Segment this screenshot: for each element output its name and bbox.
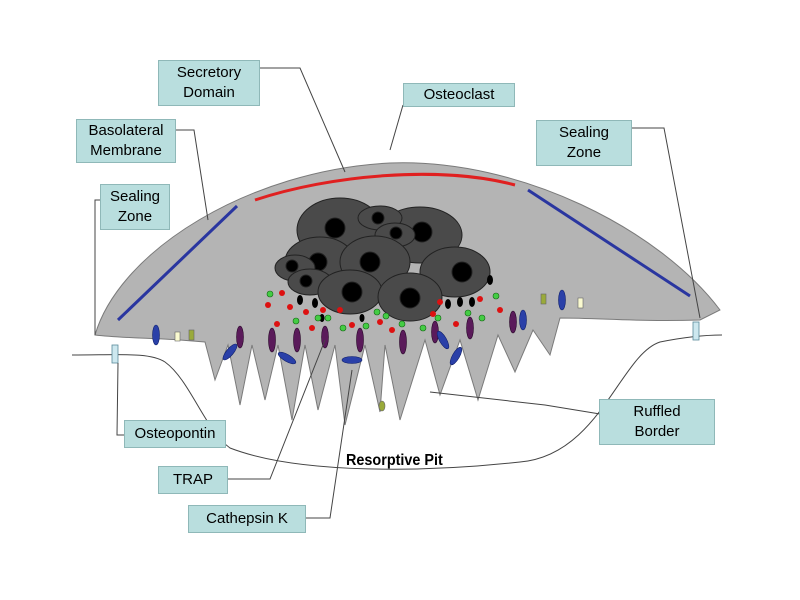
label-sealing-zone-left: Sealing Zone bbox=[100, 184, 170, 230]
label-text-line: Zone bbox=[567, 143, 601, 163]
sealing-zone-post-right bbox=[693, 322, 699, 340]
label-text-line: Secretory bbox=[177, 63, 241, 83]
label-text-line: Membrane bbox=[90, 141, 162, 161]
label-trap: TRAP bbox=[158, 466, 228, 494]
resorptive-pit-label: Resorptive Pit bbox=[346, 452, 443, 470]
label-sealing-zone-right: Sealing Zone bbox=[536, 120, 632, 166]
label-osteopontin: Osteopontin bbox=[124, 420, 226, 448]
label-text-line: Osteoclast bbox=[424, 85, 495, 105]
label-text-line: Sealing bbox=[110, 187, 160, 207]
label-text-line: Domain bbox=[183, 83, 235, 103]
label-text-line: Border bbox=[634, 422, 679, 442]
label-cathepsin-k: Cathepsin K bbox=[188, 505, 306, 533]
label-text-line: Ruffled bbox=[633, 402, 680, 422]
label-text-line: Osteopontin bbox=[135, 424, 216, 444]
sealing-zone-post-left bbox=[112, 345, 118, 363]
label-text-line: Basolateral bbox=[88, 121, 163, 141]
label-text-line: Sealing bbox=[559, 123, 609, 143]
label-secretory-domain: Secretory Domain bbox=[158, 60, 260, 106]
label-text-line: Cathepsin K bbox=[206, 509, 288, 529]
label-ruffled-border: Ruffled Border bbox=[599, 399, 715, 445]
label-basolateral-membrane: Basolateral Membrane bbox=[76, 119, 176, 163]
label-osteoclast: Osteoclast bbox=[403, 83, 515, 107]
label-text-line: TRAP bbox=[173, 470, 213, 490]
label-text-line: Zone bbox=[118, 207, 152, 227]
